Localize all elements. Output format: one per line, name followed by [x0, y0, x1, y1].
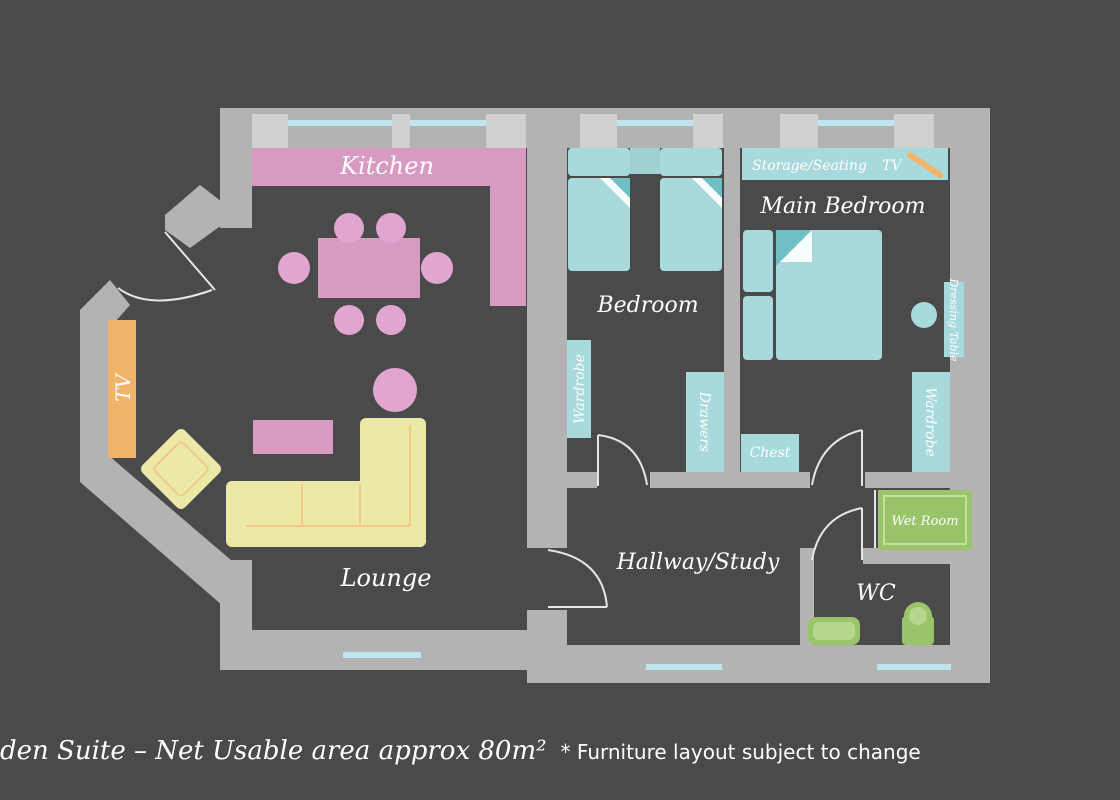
wash-basin [808, 617, 860, 645]
dressing-table [944, 282, 964, 357]
caption: den Suite – Net Usable area approx 80m² *… [0, 736, 921, 766]
doors [117, 231, 876, 608]
kitchen-counter [252, 148, 526, 306]
chest [741, 434, 799, 472]
caption-title: den Suite – Net Usable area approx 80m² [0, 736, 547, 766]
tv-unit-lounge [108, 320, 136, 458]
wardrobe-main-label: Wardrobe [922, 387, 938, 457]
drawers-label: Drawers [696, 391, 712, 452]
dining-set [278, 213, 453, 335]
caption-note: * Furniture layout subject to change [560, 740, 921, 764]
double-bed [743, 230, 882, 360]
lounge-label: Lounge [340, 564, 432, 592]
storage-seating [742, 148, 948, 180]
storage-seating-label: Storage/Seating [752, 158, 867, 174]
l-shaped-sofa [226, 418, 426, 547]
coffee-table [253, 420, 333, 454]
chest-label: Chest [750, 445, 791, 461]
main-bedroom-label: Main Bedroom [760, 194, 926, 219]
twin-beds [568, 148, 722, 271]
drawers [686, 372, 724, 472]
side-table [373, 368, 417, 412]
wet-room-label: Wet Room [891, 514, 958, 529]
tv-main-label: TV [882, 158, 903, 174]
windows [288, 120, 951, 670]
wet-room-tray [878, 490, 972, 550]
dressing-stool [911, 302, 937, 328]
tv-lounge-label: TV [111, 372, 135, 402]
wardrobe-bedroom-label: Wardrobe [572, 354, 588, 424]
tv-main [907, 152, 943, 178]
kitchen-label: Kitchen [339, 152, 434, 180]
wardrobe-main [912, 372, 950, 472]
bedroom-label: Bedroom [596, 293, 698, 318]
toilet [902, 602, 934, 645]
wardrobe-bedroom [567, 340, 591, 438]
armchair [141, 429, 221, 509]
wc-label: WC [856, 581, 896, 606]
hallway-label: Hallway/Study [616, 550, 780, 575]
dressing-table-label: Dressing Table [947, 277, 960, 362]
walls [80, 108, 990, 683]
